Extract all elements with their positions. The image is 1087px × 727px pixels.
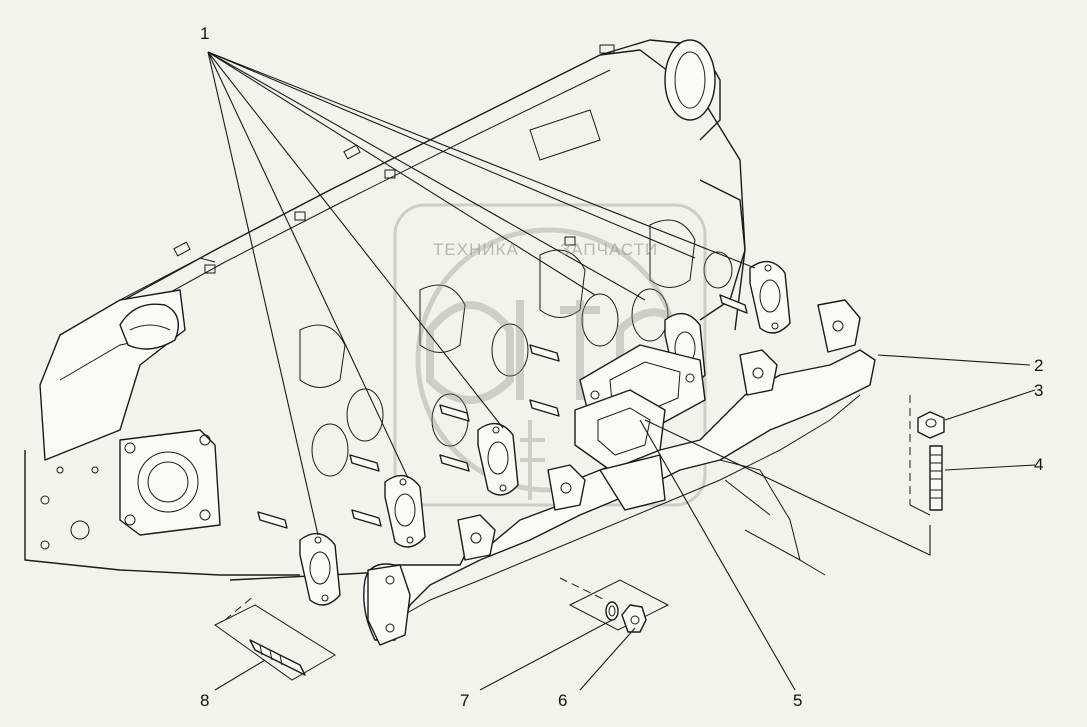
engine-block: [24, 39, 826, 581]
leader-lines: [207, 51, 1036, 691]
part-3-nut: [917, 411, 945, 439]
gaskets: [299, 260, 791, 606]
callout-5: 5: [793, 691, 803, 710]
callout-1: 1: [200, 24, 210, 43]
callout-3: 3: [1034, 381, 1044, 400]
callout-2: 2: [1034, 356, 1044, 375]
gasket-2: [384, 474, 426, 548]
part-8-stud: [214, 594, 336, 681]
watermark-text-left: ТЕХНИКА: [433, 240, 519, 259]
gasket-5: [749, 260, 791, 334]
callout-8: 8: [200, 691, 210, 710]
block-studs: [257, 294, 748, 529]
callout-6: 6: [558, 691, 568, 710]
watermark-text-right: ЗАПЧАСТИ: [560, 240, 659, 259]
parts-6-7-hardware: [559, 577, 670, 633]
callout-7: 7: [460, 691, 470, 710]
callout-4: 4: [1034, 455, 1044, 474]
turbo-adapter: [574, 344, 706, 511]
gasket-3: [477, 422, 519, 496]
part-4-stud: [909, 395, 943, 516]
gasket-1: [299, 532, 341, 606]
